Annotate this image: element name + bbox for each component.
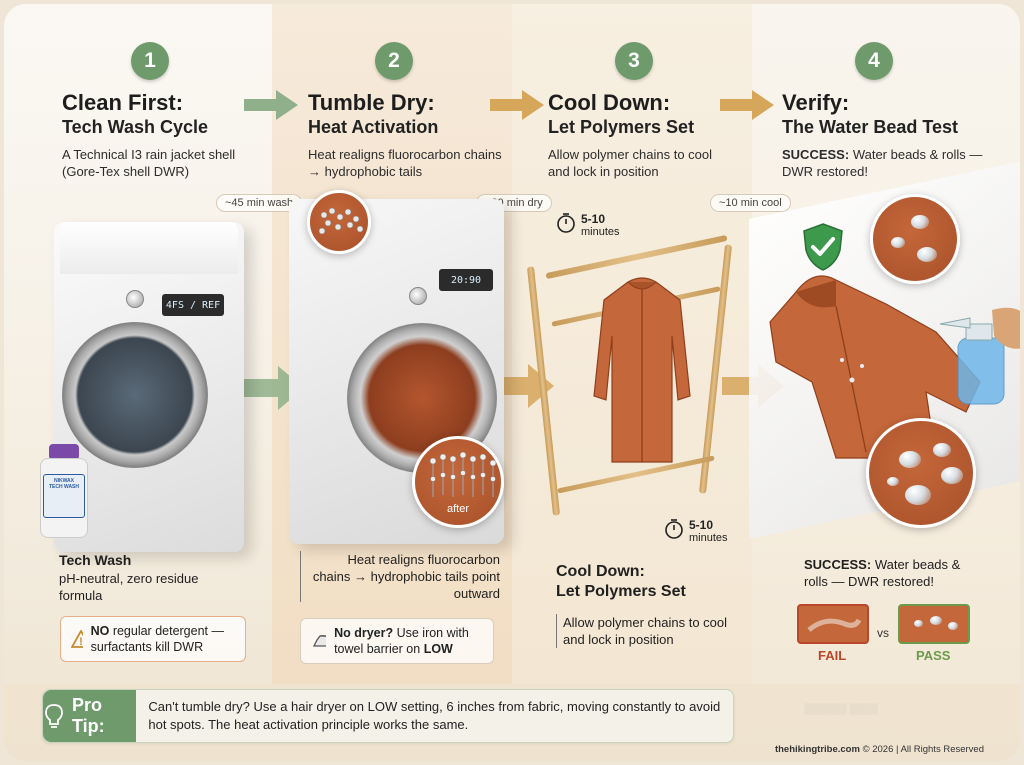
footer-rights: © 2026 | All Rights Reserved bbox=[862, 744, 984, 755]
step4-caption: SUCCESS: Water beads & rolls — DWR resto… bbox=[804, 556, 974, 590]
step1-note-text: regular detergent — surfactants kill DWR bbox=[90, 624, 224, 654]
timer-top-value: 5-10 bbox=[581, 212, 606, 226]
washer-door bbox=[62, 322, 208, 468]
footer-credit: thehikingtribe.com © 2026 | All Rights R… bbox=[775, 744, 984, 755]
step2-note-text: Use iron with towel barrier on bbox=[334, 626, 469, 656]
step3-timer-top: 5-10 minutes bbox=[556, 212, 620, 238]
step1-caption-title: Tech Wash bbox=[59, 552, 132, 568]
water-bead-zoom-top bbox=[870, 194, 960, 284]
step4-description: SUCCESS: Water beads & rolls — DWR resto… bbox=[782, 146, 992, 180]
step2-caption: Heat realigns fluorocarbon chains → hydr… bbox=[300, 551, 500, 602]
step3-caption-text: Allow polymer chains to cool and lock in… bbox=[556, 614, 746, 648]
washer-knob bbox=[126, 290, 144, 308]
after-label: after bbox=[446, 503, 469, 515]
timer-bottom-value: 5-10 bbox=[689, 518, 714, 532]
arrow-right-icon bbox=[490, 90, 544, 120]
step1-caption-text: pH-neutral, zero residue formula bbox=[59, 571, 199, 603]
timer-bottom-unit: minutes bbox=[689, 532, 728, 544]
step4-caption-bold: SUCCESS: bbox=[804, 557, 872, 572]
water-bead-zoom-bottom bbox=[866, 418, 976, 528]
step2-number: 2 bbox=[375, 42, 413, 80]
pro-tip-text: Can't tumble dry? Use a hair dryer on LO… bbox=[148, 699, 721, 732]
timer-icon bbox=[665, 519, 683, 539]
fiber-before-zoom bbox=[307, 190, 371, 254]
step3-caption-subtitle: Let Polymers Set bbox=[556, 583, 686, 600]
warning-icon: ! bbox=[71, 630, 83, 648]
step2-note: No dryer? Use iron with towel barrier on… bbox=[300, 618, 494, 664]
lightbulb-icon bbox=[45, 704, 63, 728]
step2-subtitle: Heat Activation bbox=[308, 117, 439, 137]
washer-display: 4FS / REF bbox=[162, 294, 224, 316]
pro-tip-header: Pro Tip: bbox=[43, 690, 137, 742]
step2-note-bold-end: LOW bbox=[423, 642, 453, 656]
step4-title: Verify: bbox=[782, 90, 850, 115]
step4-duration-badge: ~10 min cool bbox=[710, 194, 791, 212]
pass-label: PASS bbox=[916, 648, 951, 663]
timer-top-unit: minutes bbox=[581, 226, 620, 238]
svg-text:!: ! bbox=[79, 636, 82, 648]
arrow-right-icon bbox=[720, 90, 774, 120]
step3-timer-bottom: 5-10 minutes bbox=[664, 518, 728, 544]
step1-warning-note: ! NO regular detergent — surfactants kil… bbox=[60, 616, 246, 662]
check-shield-icon bbox=[803, 223, 843, 271]
blurred-watermark: ░░░░░░ ░░░░ bbox=[804, 704, 878, 715]
infographic: 1 Clean First: Tech Wash Cycle A Technic… bbox=[4, 4, 1020, 761]
step4-subtitle: The Water Bead Test bbox=[782, 117, 959, 137]
step3-caption: Cool Down: Let Polymers Set Allow polyme… bbox=[556, 562, 746, 648]
step2-description: Heat realigns fluorocarbon chains → hydr… bbox=[308, 147, 502, 179]
hanging-jacket bbox=[593, 277, 691, 463]
step3-number: 3 bbox=[615, 42, 653, 80]
step1-caption: Tech Wash pH-neutral, zero residue formu… bbox=[59, 552, 239, 604]
step3-description: Allow polymer chains to cool and lock in… bbox=[548, 147, 713, 179]
step4-description-bold: SUCCESS: bbox=[782, 147, 850, 162]
step4-description-text: Water beads & rolls — DWR restored! bbox=[782, 147, 983, 179]
step1-title: Clean First: bbox=[62, 90, 184, 115]
step1-number: 1 bbox=[131, 42, 169, 80]
step3-title: Cool Down: bbox=[548, 90, 671, 115]
fail-label: FAIL bbox=[818, 648, 847, 663]
fiber-after-zoom: after bbox=[412, 436, 504, 528]
step1-duration-badge: ~45 min wash bbox=[216, 194, 303, 212]
footer-site: thehikingtribe.com bbox=[774, 744, 860, 755]
jacket-on-counter bbox=[769, 275, 981, 459]
vs-label: vs bbox=[877, 626, 889, 640]
arrow-right-icon bbox=[242, 366, 304, 410]
dryer-display: 20:90 bbox=[439, 269, 493, 291]
arrow-right-icon bbox=[244, 90, 298, 120]
step4-number: 4 bbox=[855, 42, 893, 80]
iron-icon bbox=[312, 635, 327, 647]
timer-icon bbox=[557, 213, 575, 233]
pass-swatch bbox=[898, 604, 970, 644]
step1-note-bold: NO bbox=[90, 624, 110, 638]
step3-subtitle: Let Polymers Set bbox=[548, 117, 695, 137]
pro-tip-banner: Pro Tip: Can't tumble dry? Use a hair dr… bbox=[42, 689, 734, 743]
pro-tip-label: Pro Tip: bbox=[71, 695, 105, 736]
step4-caption-text: Water beads & rolls — DWR restored! bbox=[804, 557, 961, 589]
step3-caption-title: Cool Down: bbox=[556, 563, 645, 580]
step1-subtitle: Tech Wash Cycle bbox=[62, 117, 209, 137]
fail-swatch bbox=[797, 604, 869, 644]
step1-description: A Technical I3 rain jacket shell (Gore-T… bbox=[62, 147, 236, 179]
step2-title: Tumble Dry: bbox=[308, 90, 435, 115]
spray-bottle-icon bbox=[939, 307, 1020, 405]
step2-note-bold: No dryer? bbox=[334, 626, 394, 640]
dryer-knob bbox=[409, 287, 427, 305]
